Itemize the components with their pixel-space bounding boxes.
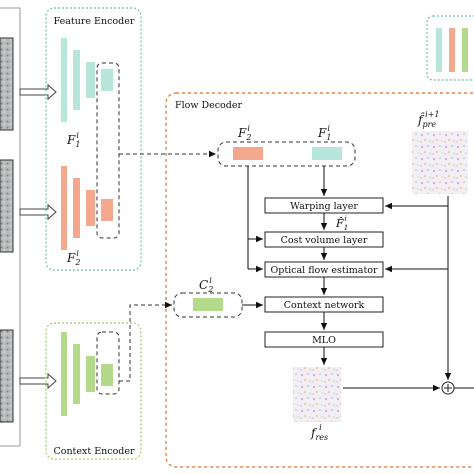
input-image-2	[0, 159, 14, 253]
input-image-1	[0, 37, 14, 131]
feature-highlight-dashed	[96, 62, 120, 239]
warped-feature-label: F̂1i	[335, 214, 348, 232]
context-feature-label: C2i	[199, 276, 213, 294]
f1-bar	[312, 147, 342, 160]
green-bar-2	[73, 344, 80, 404]
residual-flow-label: fresi	[310, 423, 328, 442]
prior-flow-image	[412, 131, 468, 194]
c2-bar	[193, 298, 223, 311]
mlo-label: MLO	[312, 335, 336, 346]
teal-bar-4	[101, 69, 113, 91]
legend-green-swatch	[462, 28, 468, 72]
flow-decoder-title: Flow Decoder	[175, 100, 242, 111]
flow-decoder-box	[165, 92, 474, 468]
green-bar-3	[86, 356, 95, 392]
decoder-f1-label: F1i	[317, 124, 331, 142]
encoder-connectors	[119, 150, 216, 382]
feature-encoder-bars-2	[61, 166, 113, 250]
teal-bar-1	[61, 38, 67, 122]
feature-encoder-f1-label: F1i	[66, 131, 80, 149]
input-arrow-3	[19, 372, 57, 390]
input-arrow-1	[19, 83, 57, 101]
teal-bar-2	[73, 50, 80, 110]
context-encoder-bars	[61, 332, 113, 416]
legend-salmon-swatch	[449, 28, 455, 72]
legend-box	[426, 15, 474, 81]
context-encoder-title: Context Encoder	[53, 446, 135, 457]
green-bar-1	[61, 332, 67, 416]
prior-flow-label: f̂prei+1	[417, 110, 440, 129]
salmon-bar-2	[73, 178, 80, 238]
outer-input-frame	[0, 7, 21, 447]
feature-encoder-bars-1	[61, 38, 113, 122]
cost-volume-layer-label: Cost volume layer	[281, 235, 368, 246]
feature-encoder-f2-label: F2i	[66, 249, 80, 267]
pipeline-arrows	[242, 166, 474, 392]
salmon-bar-4	[101, 199, 113, 221]
input-image-stack	[0, 7, 21, 447]
green-bar-4	[101, 364, 113, 386]
legend-teal-swatch	[436, 28, 442, 72]
input-arrows	[19, 83, 57, 390]
salmon-bar-1	[61, 166, 67, 250]
feature-encoder-title: Feature Encoder	[54, 16, 135, 27]
context-network-label: Context network	[284, 300, 365, 311]
teal-bar-3	[86, 62, 95, 98]
context-to-decoder-connector	[119, 301, 172, 382]
feature-encoder-box	[45, 7, 142, 271]
residual-flow-image	[293, 367, 341, 422]
warping-layer-label: Warping layer	[290, 201, 358, 212]
decoder-f2-label: F2i	[237, 124, 251, 142]
input-image-3	[0, 329, 14, 423]
f2-bar	[233, 147, 263, 160]
context-highlight-dashed	[96, 331, 120, 395]
optical-flow-estimator-label: Optical flow estimator	[270, 265, 378, 276]
salmon-bar-3	[86, 190, 95, 226]
input-arrow-2	[19, 203, 57, 221]
